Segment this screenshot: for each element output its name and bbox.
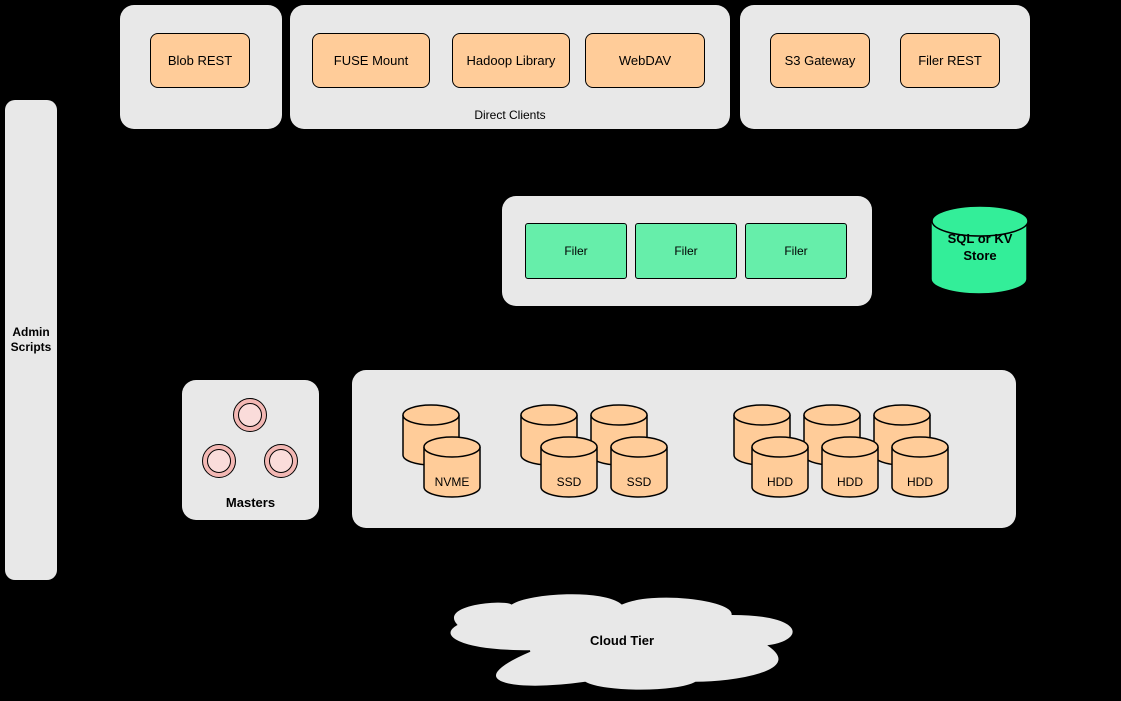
master-node-icon-1 <box>233 398 267 432</box>
master-node-icon-2 <box>202 444 236 478</box>
fuse-mount-node: FUSE Mount <box>312 33 430 88</box>
gateway-group: S3 Gateway Filer REST <box>740 5 1030 129</box>
ssd-label-2: SSD <box>626 475 652 489</box>
volume-servers-group: NVME SSD SSD <box>352 370 1016 528</box>
filer-node-2: Filer <box>635 223 737 279</box>
disk-cylinder-icon <box>540 436 598 498</box>
hdd-disk-cylinder-front-1: HDD <box>751 436 809 498</box>
nvme-disk-cylinder-front: NVME <box>423 436 481 498</box>
hdd-label-1: HDD <box>767 475 793 489</box>
filer-rest-label: Filer REST <box>918 53 982 68</box>
s3-gateway-label: S3 Gateway <box>784 53 856 68</box>
filer-node-3: Filer <box>745 223 847 279</box>
disk-cylinder-icon <box>423 436 481 498</box>
hadoop-library-label: Hadoop Library <box>466 53 556 68</box>
nvme-label: NVME <box>434 475 470 489</box>
disk-cylinder-icon <box>821 436 879 498</box>
direct-clients-caption: Direct Clients <box>474 108 546 122</box>
filer-tier-group: Filer Filer Filer <box>502 196 872 306</box>
fuse-mount-label: FUSE Mount <box>333 53 409 68</box>
sql-kv-store-node: SQL or KV Store <box>930 205 1030 295</box>
filer-label-3: Filer <box>784 244 808 258</box>
disk-cylinder-icon <box>610 436 668 498</box>
hdd-disk-cylinder-front-2: HDD <box>821 436 879 498</box>
ssd-label-1: SSD <box>556 475 582 489</box>
sql-kv-store-label: SQL or KV Store <box>947 231 1013 263</box>
webdav-label: WebDAV <box>618 53 672 68</box>
blob-rest-node: Blob REST <box>150 33 250 88</box>
admin-scripts-node: Admin Scripts <box>5 100 57 580</box>
masters-group: Masters <box>182 380 319 520</box>
cloud-tier-node: Cloud Tier <box>438 588 806 693</box>
ssd-disk-cylinder-front-2: SSD <box>610 436 668 498</box>
hdd-disk-cylinder-front-3: HDD <box>891 436 949 498</box>
filer-label-2: Filer <box>674 244 698 258</box>
s3-gateway-node: S3 Gateway <box>770 33 870 88</box>
hdd-label-3: HDD <box>907 475 933 489</box>
blob-client-group: Blob REST <box>120 5 282 129</box>
webdav-node: WebDAV <box>585 33 705 88</box>
master-node-icon-3 <box>264 444 298 478</box>
filer-rest-node: Filer REST <box>900 33 1000 88</box>
cloud-shape-icon <box>449 592 795 692</box>
hdd-label-2: HDD <box>837 475 863 489</box>
direct-clients-group: FUSE Mount Hadoop Library WebDAV Direct … <box>290 5 730 129</box>
database-cylinder-icon <box>930 205 1029 295</box>
cloud-tier-label: Cloud Tier <box>589 633 655 648</box>
filer-node-1: Filer <box>525 223 627 279</box>
ssd-disk-cylinder-front-1: SSD <box>540 436 598 498</box>
masters-label: Masters <box>225 495 276 510</box>
hadoop-library-node: Hadoop Library <box>452 33 570 88</box>
disk-cylinder-icon <box>891 436 949 498</box>
blob-rest-label: Blob REST <box>167 53 233 68</box>
admin-scripts-label: Admin Scripts <box>10 325 52 354</box>
disk-cylinder-icon <box>751 436 809 498</box>
filer-label-1: Filer <box>564 244 588 258</box>
